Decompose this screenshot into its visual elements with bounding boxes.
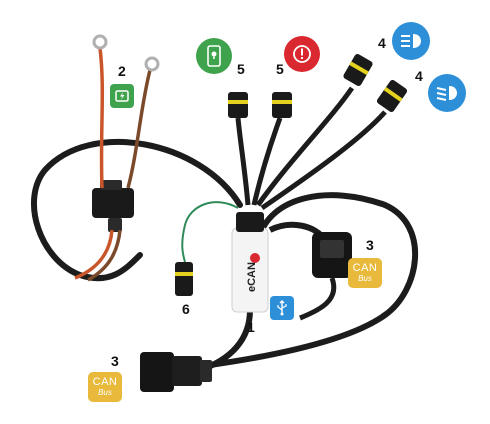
connector-light-high xyxy=(343,53,373,87)
label-power: 2 xyxy=(118,63,126,79)
fuse-tab xyxy=(108,218,122,232)
branch-wire-2 xyxy=(251,117,283,206)
power-wire-brown-lower xyxy=(87,229,122,282)
connector-warning xyxy=(272,92,292,118)
fuse-holder xyxy=(92,188,134,218)
connector-can-top xyxy=(312,232,352,278)
label-phone: 5 xyxy=(237,61,245,77)
connector-phone xyxy=(228,92,248,118)
phone-badge xyxy=(196,38,232,74)
harness-cable-right xyxy=(207,192,419,368)
headlight-low-badge xyxy=(428,74,466,112)
headlight-low-icon xyxy=(436,86,457,101)
can-bus-badge-bottom-subtitle: Bus xyxy=(98,388,112,397)
can-bus-badge-bottom: CAN Bus xyxy=(88,372,122,402)
sensor-wire-green xyxy=(181,201,239,263)
power-wire-red-lower xyxy=(74,229,114,280)
usb-icon xyxy=(277,300,287,316)
fuse-cap xyxy=(100,180,122,190)
warning-badge xyxy=(284,36,320,72)
ecan-device xyxy=(231,212,269,313)
harness-cable-can-top-down xyxy=(299,277,337,321)
warning-icon xyxy=(293,45,311,63)
usb-badge xyxy=(270,296,294,320)
device-logo xyxy=(250,253,260,263)
label-warning: 5 xyxy=(276,61,284,77)
can-bus-badge-bottom-title: CAN xyxy=(92,376,118,388)
label-device: 1 xyxy=(247,319,255,335)
label-can-top: 3 xyxy=(366,237,374,253)
power-wire-red xyxy=(98,47,105,189)
ring-terminal-1 xyxy=(92,34,108,50)
can-bus-badge-top-subtitle: Bus xyxy=(358,274,372,283)
harness-cable-left-loop xyxy=(30,138,243,282)
ring-terminal-2 xyxy=(144,56,160,72)
headlight-high-icon xyxy=(401,34,421,48)
branch-wire-4 xyxy=(260,110,387,211)
branch-wire-3 xyxy=(255,86,355,207)
branch-wire-1 xyxy=(235,117,251,206)
battery-icon xyxy=(115,90,129,102)
headlight-high-badge xyxy=(392,22,430,60)
device-brand: eCAN xyxy=(246,262,258,292)
can-bus-badge-top: CAN Bus xyxy=(348,258,382,288)
battery-badge xyxy=(110,84,134,108)
connector-sensor xyxy=(175,262,193,296)
connector-can-bottom xyxy=(140,352,212,392)
label-sensor: 6 xyxy=(182,301,190,317)
can-bus-badge-top-title: CAN xyxy=(352,262,378,274)
label-light-high: 4 xyxy=(378,35,386,51)
phone-icon xyxy=(207,45,221,67)
power-wire-brown xyxy=(126,69,152,189)
label-can-bottom: 3 xyxy=(111,353,119,369)
label-light-low: 4 xyxy=(415,68,423,84)
connector-light-low xyxy=(376,79,408,113)
